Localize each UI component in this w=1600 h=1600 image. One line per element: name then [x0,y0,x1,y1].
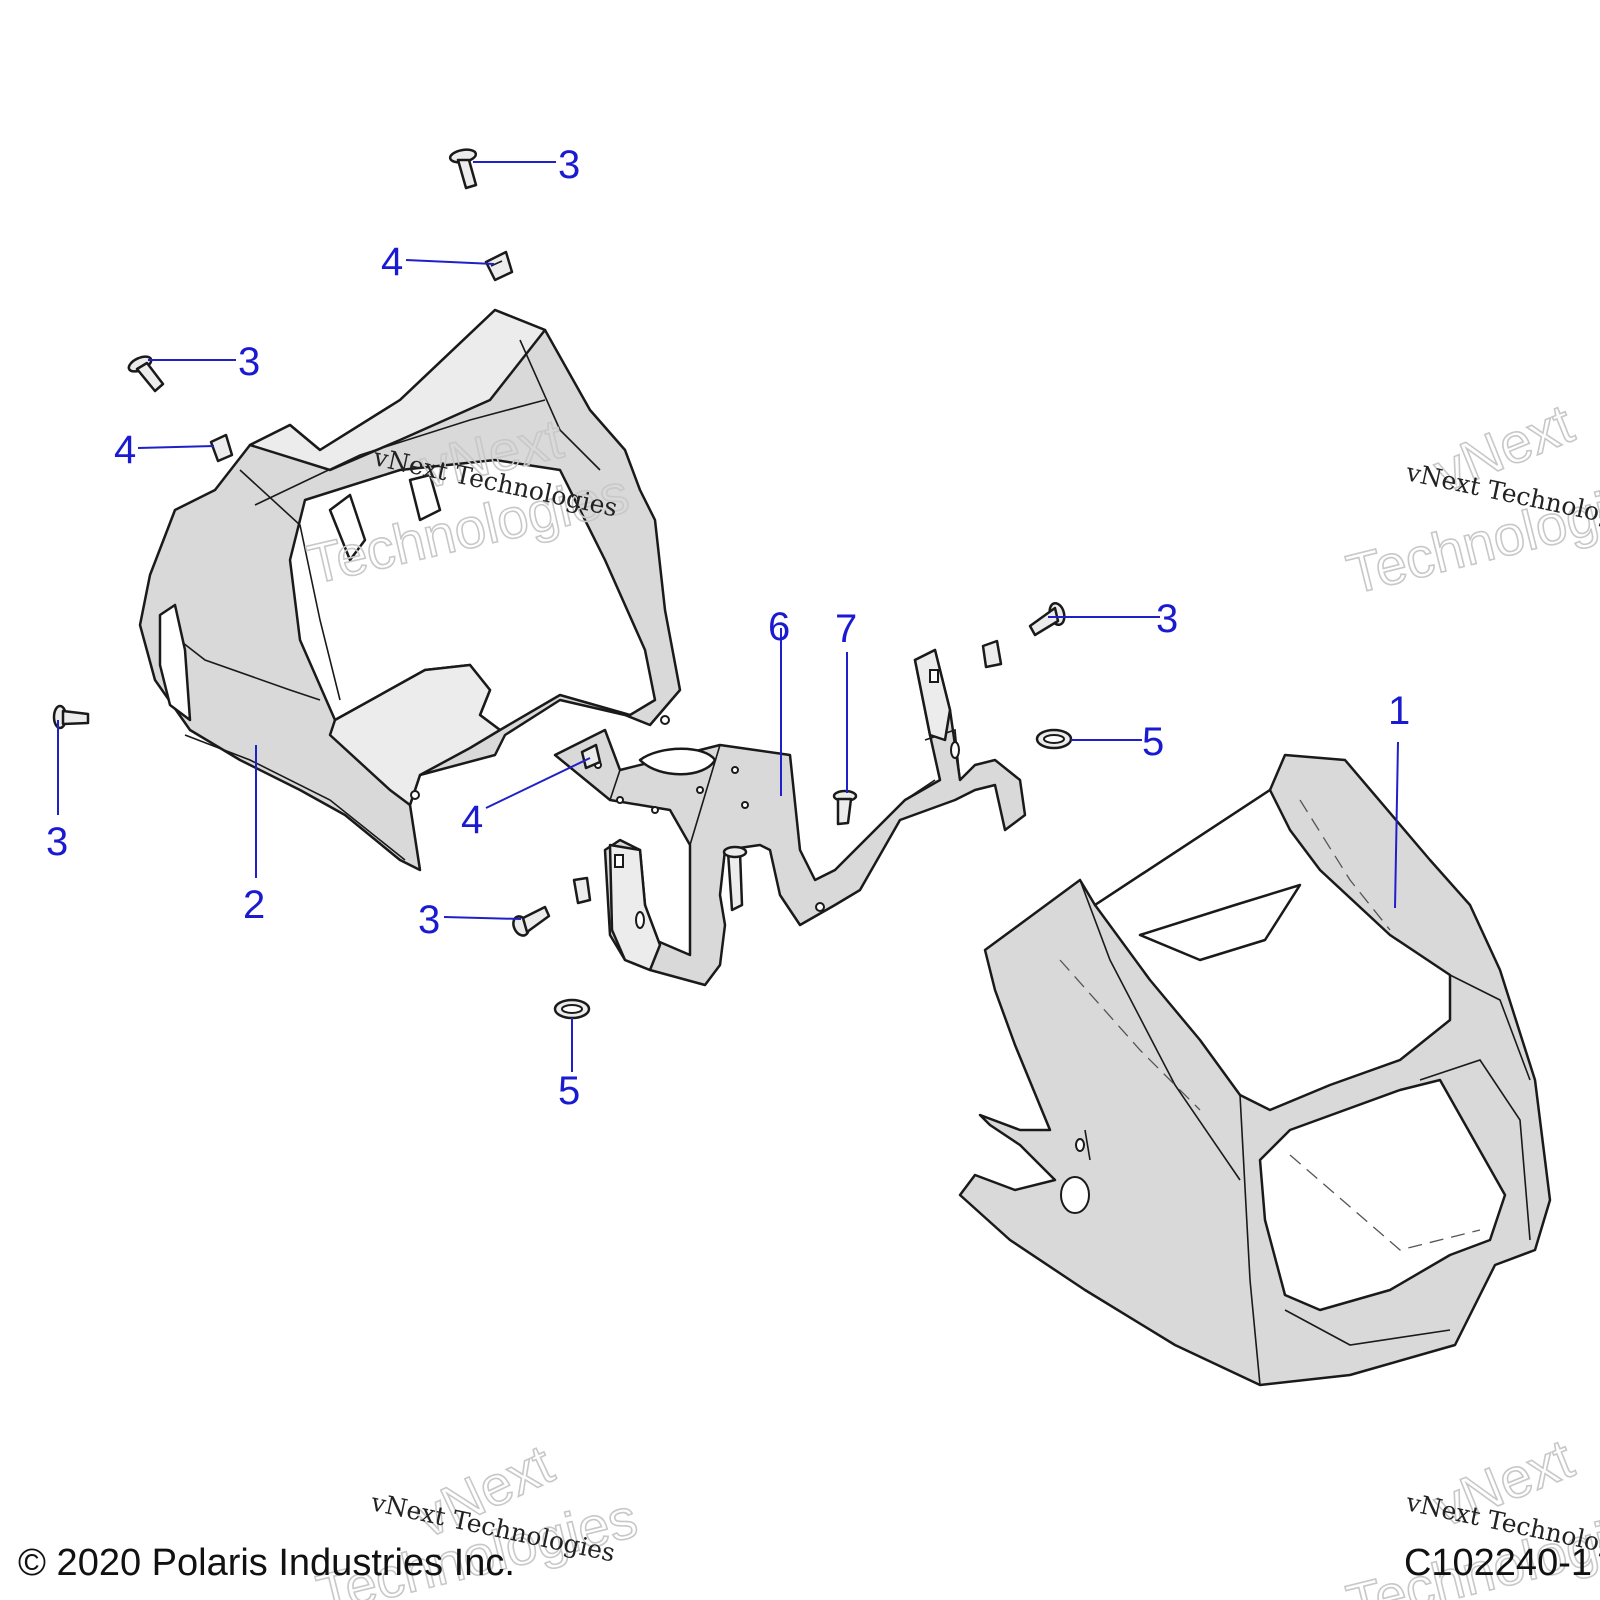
screw-3-right[interactable] [1028,601,1067,637]
screw-3-left-upper[interactable] [127,353,165,393]
callout-1: 1 [1388,689,1410,733]
part-1-headlight-housing[interactable] [958,753,1552,1387]
callout-labels: 3 4 3 4 3 2 4 6 7 3 3 5 5 1 [46,143,1410,1113]
callout-4: 4 [381,240,403,284]
part-2-front-shroud[interactable] [138,308,682,872]
callout-7: 7 [835,607,857,651]
callout-3: 3 [238,340,260,384]
callout-3: 3 [46,820,68,864]
clip-4-lower[interactable] [572,876,592,905]
callout-3: 3 [1156,597,1178,641]
clip-4-right[interactable] [981,639,1003,669]
grommet-5-right[interactable] [1035,728,1073,750]
callout-3: 3 [558,143,580,187]
part-6-center-bracket[interactable] [553,648,1027,987]
leader-lines [57,161,1399,1072]
clip-4-left[interactable] [209,433,234,463]
callout-6: 6 [768,605,790,649]
callout-3: 3 [418,898,440,942]
clip-4-bracket[interactable] [580,743,602,770]
diagram-id: C102240-1 [1404,1542,1592,1584]
screw-3-center[interactable] [510,905,551,938]
screw-3-left-lower[interactable] [52,704,90,730]
screw-7[interactable] [832,789,858,826]
callout-2: 2 [243,883,265,927]
watermark-right-top: vNext Technologies vNext Technologies [1340,391,1600,607]
copyright-text: © 2020 Polaris Industries Inc. [18,1542,515,1584]
clip-4-top[interactable] [484,250,514,282]
screw-3-top[interactable] [448,148,478,190]
callout-5: 5 [558,1069,580,1113]
callout-4: 4 [114,428,136,472]
callout-4: 4 [461,798,483,842]
grommet-5-lower[interactable] [553,998,591,1020]
callout-5: 5 [1142,720,1164,764]
